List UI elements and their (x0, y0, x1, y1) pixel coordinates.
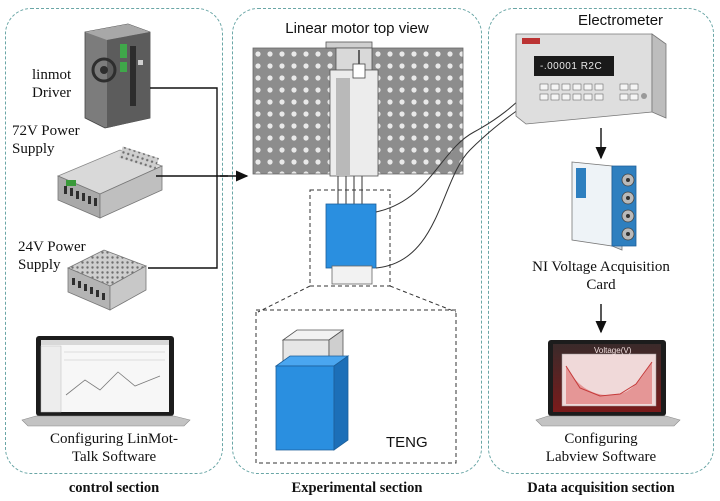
psu24-device (67, 249, 147, 311)
signal-wires (375, 91, 533, 269)
experimental-panel (232, 8, 482, 474)
labview-software-label: Configuring Labview Software (545, 431, 657, 465)
linear-motor-title: Linear motor top view (285, 20, 429, 37)
linmot-driver-label: linmot Driver (32, 67, 72, 101)
teng-large (274, 329, 350, 451)
control-wires (148, 87, 228, 269)
zoom-connectors (257, 285, 457, 313)
control-section-label: control section (68, 480, 160, 496)
labview-chart-title: Voltage(V) (594, 346, 632, 355)
psu72-label: 72V Power Supply (12, 123, 80, 157)
teng-zoom-box-small (309, 189, 391, 287)
electrometer-label: Electrometer (578, 12, 664, 29)
experimental-section-label: Experimental section (291, 480, 423, 496)
labview-laptop-device (535, 340, 681, 427)
acquisition-section-label: Data acquisition section (527, 480, 675, 496)
electrometer-display: -.00001 R2C (540, 61, 603, 72)
teng-small (325, 203, 377, 285)
psu24-label: 24V Power Supply (18, 239, 86, 273)
teng-zoom-box-large (255, 309, 457, 464)
psu72-device (56, 146, 164, 219)
teng-label: TENG (386, 434, 428, 451)
linmot-laptop-device (21, 336, 191, 427)
ni-daq-device (571, 161, 637, 251)
control-panel (5, 8, 223, 474)
electrometer-device (515, 33, 667, 125)
drive-rods (337, 176, 363, 206)
ni-daq-label: NI Voltage Acquisition Card (532, 259, 670, 293)
linmot-driver-device (84, 23, 151, 129)
linmot-software-label: Configuring LinMot- Talk Software (50, 431, 178, 465)
linear-motor-slider (325, 41, 379, 177)
acquisition-panel (488, 8, 714, 474)
